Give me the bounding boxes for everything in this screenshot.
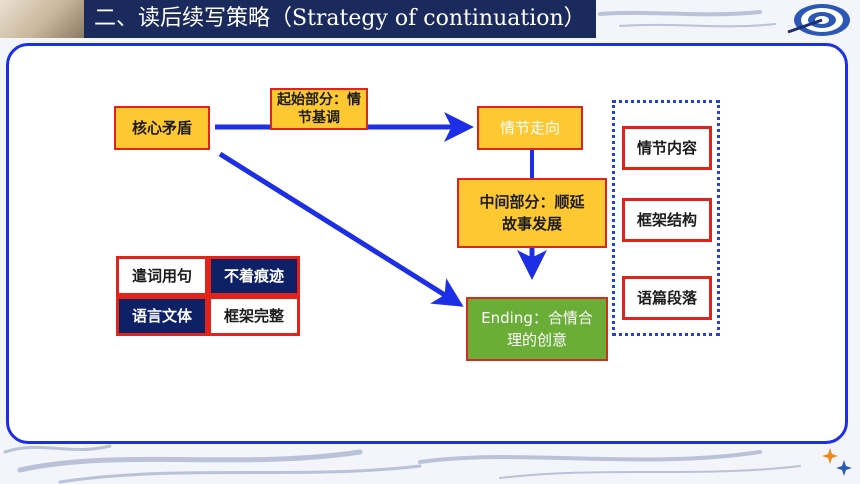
grid-cell-label: 语言文体	[131, 307, 192, 325]
grid-cell-seamless: 不着痕迹	[208, 256, 300, 296]
plot-direction-box: 情节走向	[477, 106, 583, 150]
right-column-frame	[612, 100, 720, 336]
page-title: 二、读后续写策略（Strategy of continuation）	[84, 0, 596, 38]
plot-direction-label: 情节走向	[499, 119, 560, 137]
ending-box: Ending：合情合理的创意	[466, 297, 608, 361]
grid-cell-language-style: 语言文体	[116, 296, 208, 336]
core-conflict-box: 核心矛盾	[114, 106, 210, 150]
middle-label: 中间部分：顺延故事发展	[479, 193, 585, 233]
target-logo-icon	[787, 4, 850, 36]
beginning-label-box: 起始部分：情节基调	[270, 88, 368, 130]
beginning-label: 起始部分：情节基调	[277, 92, 361, 126]
grid-cell-label: 不着痕迹	[223, 267, 284, 285]
right-item-plot-content: 情节内容	[622, 126, 712, 170]
corner-book-image	[0, 0, 84, 38]
sparkle-icon	[822, 448, 852, 476]
grid-cell-word-choice: 遣词用句	[116, 256, 208, 296]
right-item-discourse: 语篇段落	[622, 276, 712, 320]
middle-label-box: 中间部分：顺延故事发展	[457, 178, 607, 248]
right-item-label: 框架结构	[636, 211, 697, 229]
diagram-panel	[6, 43, 848, 444]
grid-cell-complete-frame: 框架完整	[208, 296, 300, 336]
right-item-framework: 框架结构	[622, 198, 712, 242]
right-item-label: 语篇段落	[636, 289, 697, 307]
core-conflict-label: 核心矛盾	[131, 119, 192, 137]
page-title-text: 二、读后续写策略（Strategy of continuation）	[94, 6, 586, 31]
grid-cell-label: 遣词用句	[131, 267, 192, 285]
grid-cell-label: 框架完整	[223, 307, 284, 325]
right-item-label: 情节内容	[636, 139, 697, 157]
ending-label: Ending：合情合理的创意	[481, 309, 593, 349]
